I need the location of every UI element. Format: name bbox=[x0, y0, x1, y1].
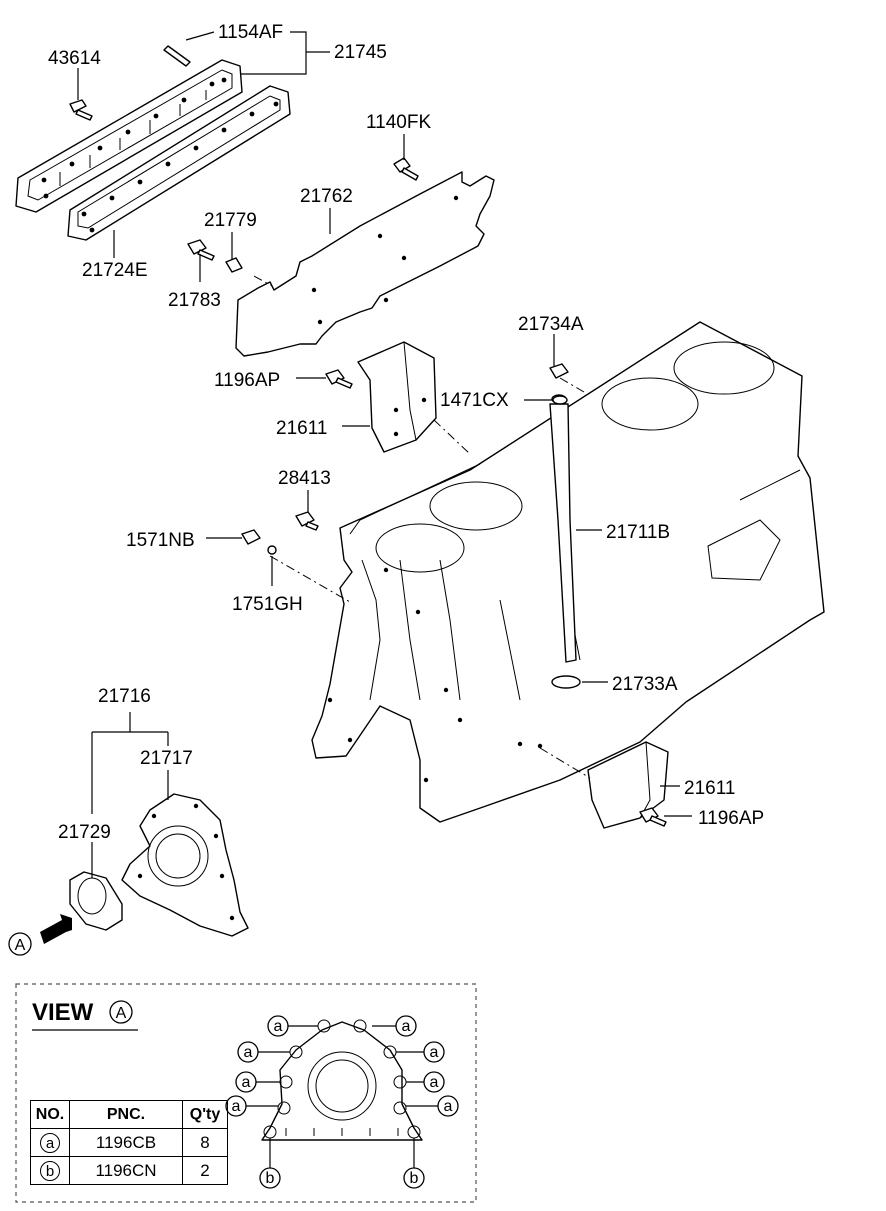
bolt-mark-b: b bbox=[410, 1170, 419, 1187]
label-21783: 21783 bbox=[168, 290, 221, 311]
bolt-mark-a: a bbox=[402, 1018, 411, 1035]
row-pnc: 1196CN bbox=[69, 1156, 183, 1185]
bolt-1196AP-upper bbox=[325, 369, 353, 389]
label-21762: 21762 bbox=[300, 186, 353, 207]
label-1140FK: 1140FK bbox=[366, 112, 431, 133]
table-header-row: NO. PNC. Q'ty bbox=[30, 1100, 228, 1129]
view-a-detail-box: VIEW A a a a a a a a a b b bbox=[15, 983, 477, 1203]
view-a-bolt-marks: a a a a a a a a b b bbox=[225, 1015, 459, 1189]
bolt-mark-a: a bbox=[242, 1074, 251, 1091]
row-no: b bbox=[30, 1156, 70, 1185]
row-no-badge: a bbox=[40, 1132, 60, 1153]
row-no-badge: b bbox=[40, 1160, 60, 1181]
baffle-plate-21762 bbox=[235, 171, 495, 357]
view-a-arrow: A bbox=[8, 914, 72, 956]
bolt-21783 bbox=[187, 239, 215, 261]
label-21716: 21716 bbox=[98, 686, 151, 707]
bolt-mark-a: a bbox=[274, 1018, 283, 1035]
label-1571NB: 1571NB bbox=[126, 530, 195, 551]
label-21745: 21745 bbox=[334, 42, 387, 63]
bolt-mark-a: a bbox=[244, 1044, 253, 1061]
label-1154AF: 1154AF bbox=[218, 22, 283, 43]
bolt-1140FK bbox=[393, 157, 419, 181]
plug-28413 bbox=[295, 511, 319, 531]
view-title-letter: A bbox=[116, 1005, 127, 1022]
table-row: a 1196CB 8 bbox=[30, 1128, 228, 1157]
oring-1471CX bbox=[552, 395, 568, 405]
plug-1571NB bbox=[241, 529, 261, 545]
label-1196AP-upper: 1196AP bbox=[214, 370, 280, 391]
view-title: VIEW bbox=[32, 999, 94, 1026]
header-no: NO. bbox=[30, 1100, 70, 1129]
row-qty: 2 bbox=[182, 1156, 228, 1185]
bolt-mark-a: a bbox=[444, 1098, 453, 1115]
row-qty: 8 bbox=[182, 1128, 228, 1157]
stud-bolt-1154AF bbox=[163, 45, 191, 67]
label-21734A: 21734A bbox=[518, 314, 584, 335]
label-21729: 21729 bbox=[58, 822, 111, 843]
bolt-mark-a: a bbox=[430, 1044, 439, 1061]
label-21779: 21779 bbox=[204, 210, 257, 231]
label-21611-lower: 21611 bbox=[684, 778, 735, 799]
header-pnc: PNC. bbox=[69, 1100, 183, 1129]
label-28413: 28413 bbox=[278, 468, 331, 489]
callout-labels: 43614 1154AF 21745 21724E 1140FK 21762 2… bbox=[48, 22, 764, 843]
row-pnc: 1196CB bbox=[69, 1128, 183, 1157]
bolt-1196AP-lower bbox=[639, 807, 667, 827]
label-21733A: 21733A bbox=[612, 674, 678, 695]
alignment-lines bbox=[253, 275, 591, 779]
bolt-43614 bbox=[69, 99, 93, 121]
label-1471CX: 1471CX bbox=[440, 390, 509, 411]
view-marker-label: A bbox=[15, 937, 26, 954]
bolt-mark-a: a bbox=[430, 1074, 439, 1091]
oil-seal-21729 bbox=[69, 871, 123, 931]
gasket-21724E bbox=[67, 85, 291, 241]
spacer-21779 bbox=[225, 257, 243, 273]
row-no: a bbox=[30, 1128, 70, 1157]
label-21711B: 21711B bbox=[606, 522, 670, 543]
label-21611-upper: 21611 bbox=[276, 418, 327, 439]
leader-lines bbox=[77, 31, 692, 878]
bolt-legend-table: NO. PNC. Q'ty a 1196CB 8 b 1196CN 2 bbox=[30, 1100, 228, 1185]
label-21724E: 21724E bbox=[82, 260, 148, 281]
table-row: b 1196CN 2 bbox=[30, 1156, 228, 1185]
label-1196AP-lower: 1196AP bbox=[698, 808, 764, 829]
bolt-mark-a: a bbox=[232, 1098, 241, 1115]
gasket-cover-21745 bbox=[15, 59, 243, 213]
bolt-mark-b: b bbox=[266, 1170, 275, 1187]
label-1751GH: 1751GH bbox=[232, 594, 303, 615]
header-qty: Q'ty bbox=[182, 1100, 228, 1129]
seal-housing-21717 bbox=[121, 793, 249, 937]
engine-mount-21611-upper bbox=[357, 341, 437, 453]
washer-1751GH bbox=[267, 545, 277, 555]
bolt-21734A bbox=[549, 363, 569, 379]
label-43614: 43614 bbox=[48, 48, 101, 69]
label-21717: 21717 bbox=[140, 748, 193, 769]
